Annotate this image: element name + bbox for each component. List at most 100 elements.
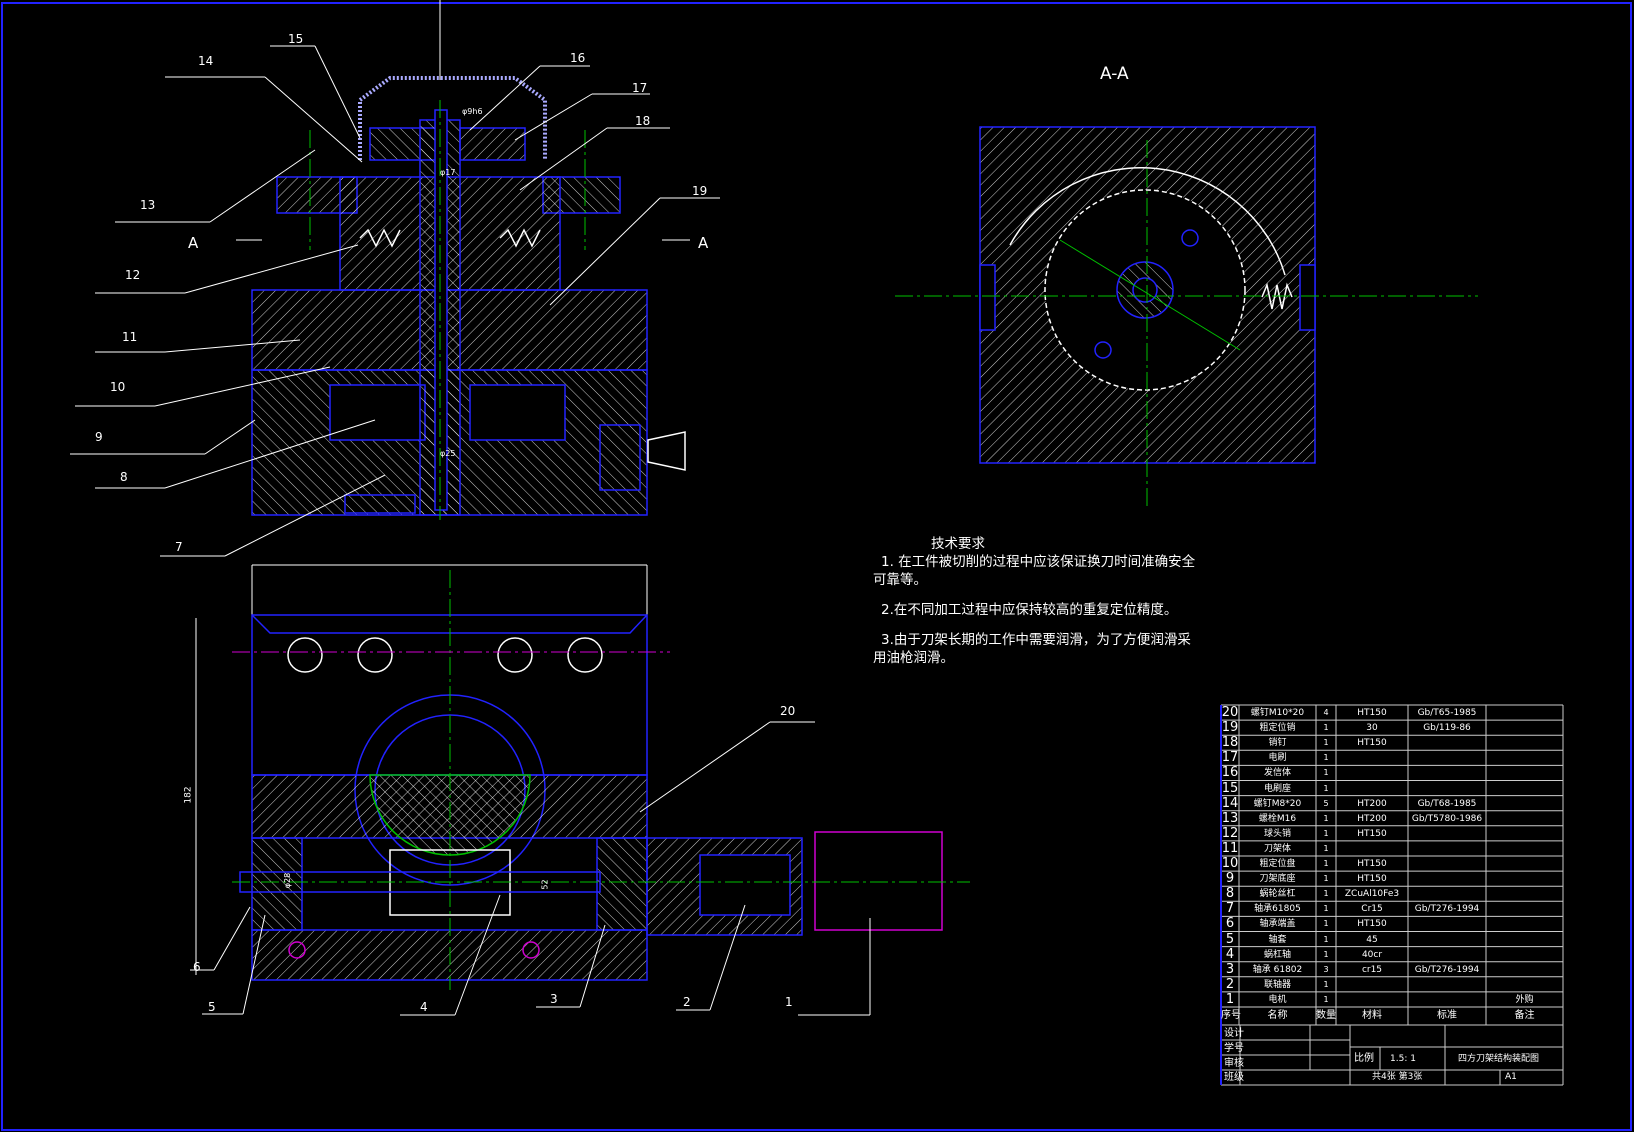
tb-sheets: 共4张 第3张 — [1372, 1072, 1423, 1082]
bom-cell-qty: 1 — [1323, 828, 1329, 838]
leader-line-12 — [184, 244, 359, 294]
technical-requirements: 技术要求 1. 在工件被切削的过程中应该保证换刀时间准确安全可靠等。 2.在不同… — [873, 535, 1203, 679]
bom-header-no: 序号 — [1221, 1010, 1241, 1021]
bom-cell-name: 轴承 61802 — [1252, 964, 1303, 975]
bom-cell-material: HT150 — [1357, 738, 1387, 749]
bom-cell-name: 电刷 — [1268, 753, 1287, 764]
bom-cell-qty: 1 — [1323, 934, 1329, 944]
bom-cell-name: 蜗轮丝杠 — [1259, 889, 1296, 900]
leader-line-6 — [213, 906, 251, 971]
bom-header-qty: 数量 — [1316, 1010, 1336, 1021]
callout-16: 16 — [570, 51, 586, 65]
bom-cell-no: 1 — [1225, 991, 1235, 1007]
bom-cell-name: 粗定位盘 — [1259, 859, 1296, 869]
bom-cell-name: 螺栓M16 — [1258, 813, 1297, 824]
bom-cell-qty: 1 — [1323, 768, 1329, 778]
bom-cell-qty: 1 — [1323, 949, 1329, 959]
callout-2: 2 — [683, 995, 691, 1009]
bom-cell-no: 12 — [1221, 825, 1239, 841]
bom-cell-name: 轴承端盖 — [1259, 919, 1296, 930]
leader-line-16 — [469, 65, 541, 131]
bom-cell-qty: 1 — [1323, 723, 1329, 733]
leader-line-11 — [164, 339, 301, 353]
bom-cell-no: 6 — [1225, 916, 1235, 932]
bom-cell-qty: 1 — [1323, 753, 1329, 763]
tb-review: 审核 — [1224, 1058, 1244, 1069]
bom-cell-name: 联轴器 — [1263, 979, 1291, 990]
bom-cell-material: HT150 — [1357, 859, 1387, 869]
callout-12: 12 — [125, 268, 141, 282]
leader-line-3 — [579, 924, 606, 1008]
centerlines — [236, 100, 690, 520]
bom-cell-no: 18 — [1221, 735, 1239, 751]
bom-cell-no: 3 — [1225, 961, 1235, 977]
bom-cell-no: 5 — [1225, 931, 1235, 947]
bom-cell-no: 4 — [1225, 946, 1235, 962]
bom-cell-standard: Gb/T68-1985 — [1417, 798, 1477, 809]
bom-cell-no: 8 — [1225, 886, 1235, 902]
bom-cell-material: cr15 — [1361, 964, 1383, 975]
leader-line-19 — [549, 197, 661, 306]
tech-item-3: 3.由于刀架长期的工作中需要润滑，为了方便润滑采用油枪润滑。 — [873, 632, 1191, 666]
bom-cell-no: 9 — [1225, 871, 1235, 887]
leader-line-20 — [639, 721, 771, 813]
bom-cell-name: 球头销 — [1263, 828, 1291, 839]
leader-line-7 — [224, 474, 386, 557]
callout-6: 6 — [193, 960, 201, 974]
callout-18: 18 — [635, 114, 651, 128]
dimension-mid-dia: φ17 — [440, 168, 456, 177]
bom-cell-material: 30 — [1366, 723, 1378, 734]
callout-9: 9 — [95, 430, 103, 444]
tb-scale-label: 比例 — [1354, 1053, 1374, 1064]
bom-cell-material: HT150 — [1357, 919, 1387, 930]
bom-cell-name: 刀架体 — [1263, 843, 1291, 854]
bom-cell-no: 7 — [1225, 901, 1235, 917]
bom-cell-material: HT200 — [1357, 798, 1387, 809]
dimension-top-dia: φ9h6 — [462, 107, 483, 116]
leader-line-4 — [454, 894, 501, 1016]
bom-header-name: 名称 — [1267, 1010, 1288, 1021]
leader-line-8 — [164, 419, 376, 489]
callout-14: 14 — [198, 54, 214, 68]
bom-cell-qty: 1 — [1323, 783, 1329, 793]
tb-design: 设计 — [1224, 1028, 1244, 1039]
leader-line-10 — [154, 366, 331, 407]
callout-17: 17 — [632, 81, 648, 95]
bom-cell-qty: 3 — [1323, 964, 1329, 974]
leader-line-2 — [709, 904, 746, 1011]
bom-cell-qty: 1 — [1323, 738, 1329, 748]
bom-cell-qty: 1 — [1323, 874, 1329, 884]
bom-cell-material: ZCuAl10Fe3 — [1344, 889, 1400, 900]
dimension-low-dia: φ25 — [440, 449, 456, 458]
bom-header-remark: 备注 — [1514, 1010, 1535, 1021]
bom-cell-qty: 1 — [1323, 979, 1329, 989]
bom-cell-material: HT200 — [1357, 813, 1387, 824]
bom-cell-no: 16 — [1221, 765, 1239, 781]
bom-cell-name: 粗定位销 — [1259, 723, 1296, 734]
bom-cell-qty: 1 — [1323, 994, 1329, 1004]
callout-leaders — [70, 45, 871, 1016]
front-section-view — [251, 0, 686, 516]
callout-1: 1 — [785, 995, 793, 1009]
bom-cell-no: 19 — [1221, 720, 1239, 736]
bom-cell-standard: Gb/119-86 — [1423, 723, 1471, 734]
bom-cell-no: 17 — [1221, 750, 1239, 766]
callout-11: 11 — [122, 330, 138, 344]
bom-cell-name: 刀架底座 — [1259, 874, 1296, 885]
bom-header-material: 材料 — [1362, 1010, 1382, 1021]
bom-cell-name: 电刷座 — [1263, 783, 1291, 794]
bom-cell-no: 2 — [1225, 976, 1235, 992]
bom-cell-no: 10 — [1221, 856, 1239, 871]
tb-class: 班级 — [1224, 1072, 1244, 1083]
bom-cell-name: 蜗杠轴 — [1263, 949, 1291, 960]
bom-cell-no: 20 — [1221, 705, 1239, 720]
section-marker-a-left: A — [188, 234, 199, 252]
bom-cell-standard: Gb/T276-1994 — [1414, 904, 1480, 915]
bom-header-standard: 标准 — [1437, 1010, 1457, 1021]
bom-cell-name: 轴套 — [1268, 934, 1287, 945]
leader-line-5 — [242, 914, 266, 1015]
tech-title: 技术要求 — [931, 536, 985, 552]
